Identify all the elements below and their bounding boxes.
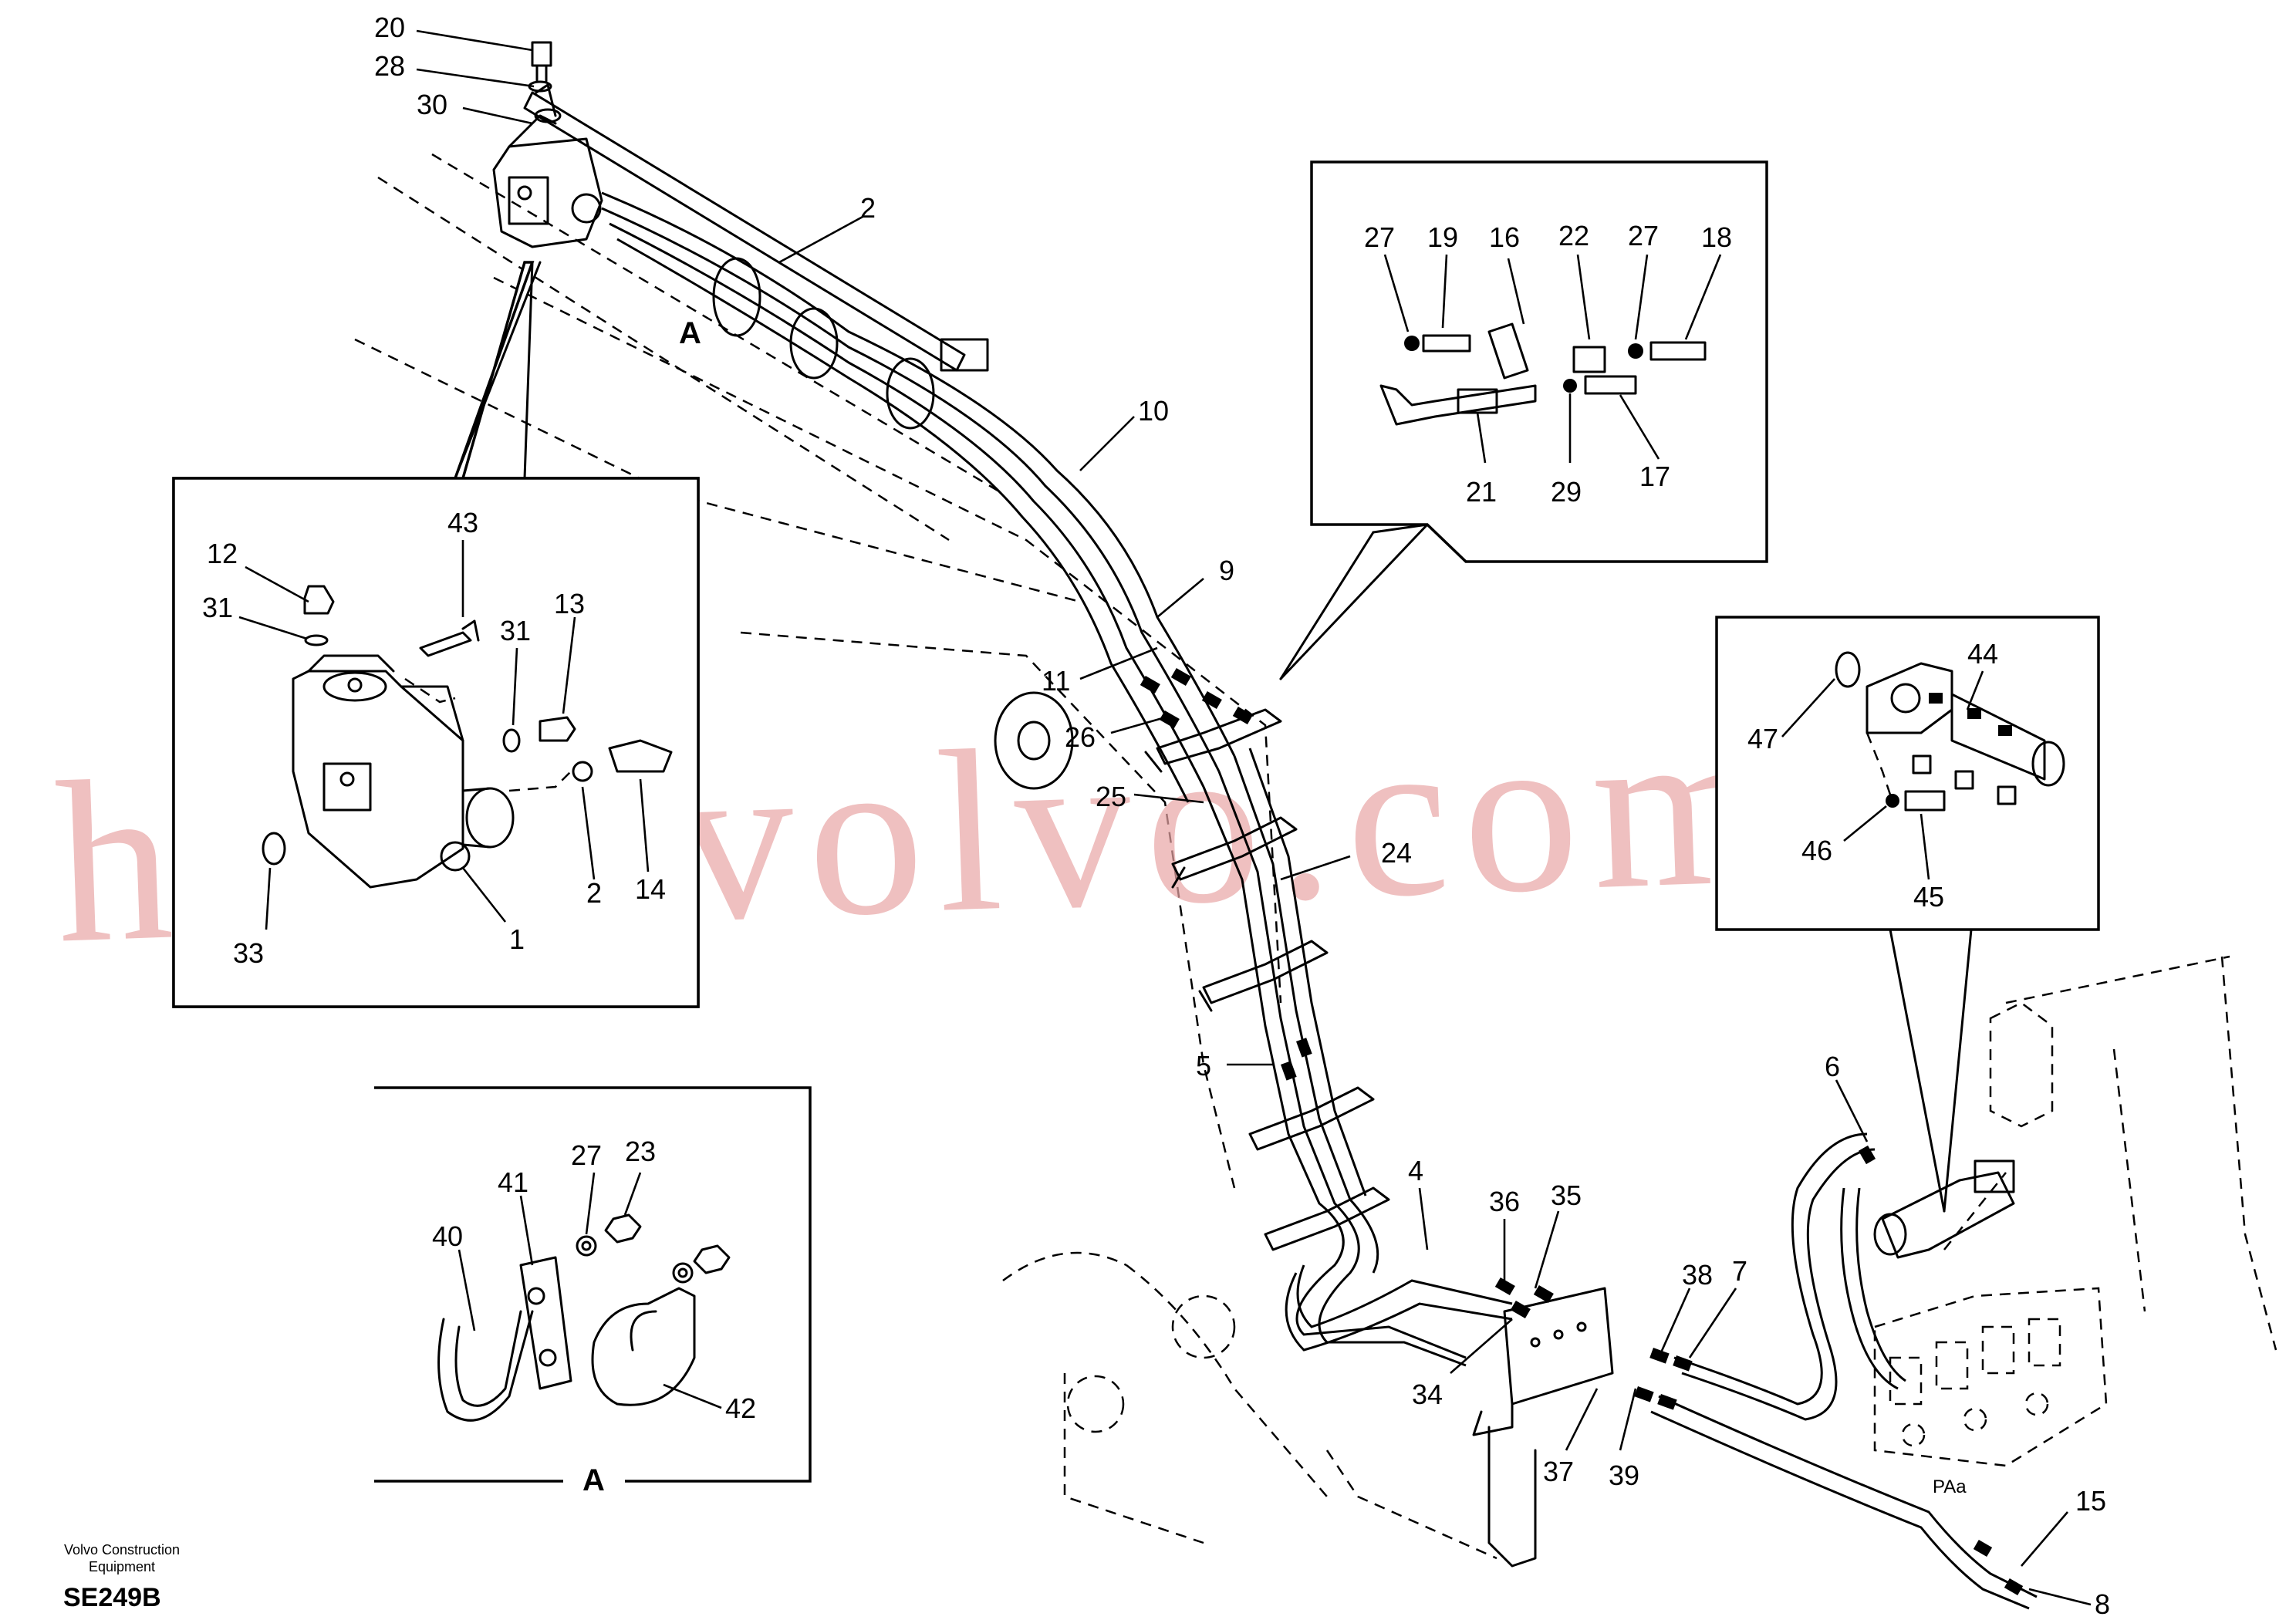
detail-clamp-label-40: 40 — [432, 1220, 463, 1252]
detail-clamp-labels: 27 23 41 40 42 A — [432, 1136, 756, 1497]
detail-left-labels: 43 12 31 31 13 2 14 1 33 — [202, 507, 666, 969]
detail-clamp-label-27: 27 — [571, 1139, 602, 1171]
detail-label-22: 22 — [1558, 220, 1589, 251]
detail-right — [1715, 616, 2100, 1213]
callout-7: 7 — [1732, 1255, 1747, 1287]
detail-label-44: 44 — [1967, 638, 1998, 670]
callout-6: 6 — [1825, 1051, 1840, 1082]
detail-label-33: 33 — [233, 937, 264, 969]
detail-clamp — [374, 1086, 812, 1483]
detail-top-right-labels: 27 19 16 22 27 18 21 29 17 — [1364, 220, 1732, 508]
callout-28: 28 — [374, 50, 405, 82]
callout-5: 5 — [1196, 1050, 1211, 1082]
callout-15: 15 — [2075, 1485, 2106, 1517]
detail-label-31a: 31 — [202, 592, 233, 623]
callout-36: 36 — [1489, 1186, 1520, 1217]
callout-35: 35 — [1551, 1180, 1582, 1211]
boom-plate — [994, 691, 1074, 790]
detail-left — [172, 261, 700, 1008]
detail-clamp-label-41: 41 — [498, 1166, 528, 1198]
callout-labels: 20 28 30 2 10 9 11 26 25 24 5 4 36 35 34… — [374, 12, 2110, 1620]
callout-24: 24 — [1381, 837, 1412, 869]
detail-label-18: 18 — [1701, 221, 1732, 253]
callout-30: 30 — [417, 89, 447, 120]
detail-label-1: 1 — [509, 923, 525, 955]
figure-code: SE249B — [63, 1583, 161, 1612]
detail-right-labels: 47 44 46 45 — [1747, 638, 1998, 913]
port-label: PAa — [1933, 1477, 1967, 1497]
callout-2: 2 — [860, 192, 876, 224]
detail-right-leaders — [1781, 670, 1984, 880]
detail-label-45: 45 — [1913, 881, 1944, 913]
detail-label-19: 19 — [1427, 221, 1458, 253]
detail-label-29: 29 — [1551, 476, 1582, 508]
callout-26: 26 — [1065, 721, 1096, 753]
boom-outline — [354, 153, 2277, 1560]
view-letter-a: A — [679, 316, 701, 350]
pipe-clamps — [1144, 708, 1390, 1251]
detail-label-14: 14 — [635, 873, 666, 905]
detail-label-31b: 31 — [500, 615, 531, 646]
detail-label-27a: 27 — [1364, 221, 1395, 253]
callout-4: 4 — [1408, 1155, 1423, 1186]
callout-11: 11 — [1042, 665, 1070, 697]
detail-clamp-letter: A — [582, 1463, 605, 1497]
detail-label-17: 17 — [1639, 461, 1670, 492]
top-bolt-stack — [528, 41, 562, 123]
detail-label-43: 43 — [447, 507, 478, 538]
callout-9: 9 — [1219, 555, 1234, 586]
detail-left-leaders — [238, 540, 650, 930]
callout-leaders — [416, 29, 2092, 1606]
detail-clamp-leaders — [458, 1172, 722, 1409]
upper-valve-assembly — [492, 83, 989, 372]
callout-25: 25 — [1096, 781, 1126, 812]
detail-label-21: 21 — [1466, 476, 1497, 508]
detail-label-12: 12 — [207, 538, 238, 569]
detail-label-46: 46 — [1801, 835, 1832, 866]
detail-label-13: 13 — [554, 588, 585, 619]
lower-bracket — [1472, 1287, 1614, 1568]
detail-clamp-label-42: 42 — [725, 1392, 756, 1424]
shuttle-valve — [1873, 1159, 2015, 1259]
detail-top-right-leaders — [1383, 254, 1722, 464]
control-valve-block — [1873, 1001, 2108, 1467]
callout-39: 39 — [1609, 1460, 1639, 1491]
detail-label-2: 2 — [586, 877, 602, 909]
detail-label-27b: 27 — [1628, 220, 1659, 251]
callout-37: 37 — [1543, 1456, 1574, 1487]
callout-10: 10 — [1138, 395, 1169, 427]
callout-8: 8 — [2095, 1588, 2110, 1620]
company-name: Volvo Construction Equipment — [63, 1542, 181, 1574]
callout-38: 38 — [1682, 1259, 1713, 1291]
return-hoses — [1650, 1132, 2038, 1610]
callout-34: 34 — [1412, 1379, 1443, 1410]
detail-clamp-label-23: 23 — [625, 1136, 656, 1167]
detail-label-16: 16 — [1489, 221, 1520, 253]
detail-label-47: 47 — [1747, 723, 1778, 754]
callout-20: 20 — [374, 12, 405, 43]
detail-top-right — [1279, 160, 1768, 680]
